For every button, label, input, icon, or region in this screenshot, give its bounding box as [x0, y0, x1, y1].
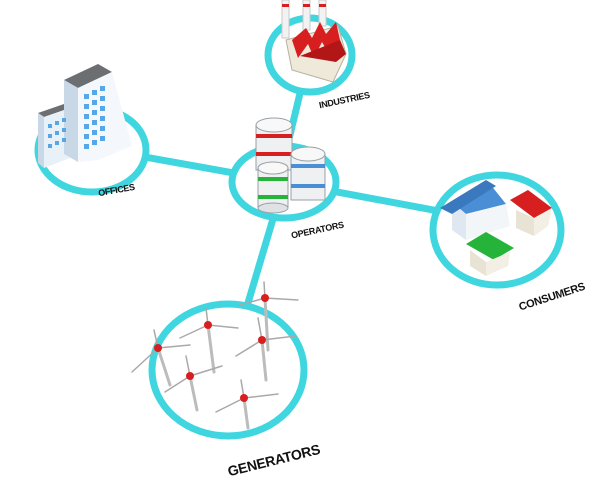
wind-turbine-icon — [131, 329, 191, 387]
wind-turbine-icon — [239, 281, 299, 352]
office-buildings-icon — [38, 64, 132, 168]
wind-turbine-icon — [179, 307, 239, 374]
wind-turbines-icon — [131, 281, 299, 430]
node-operators: OPERATORS — [228, 117, 345, 241]
node-generators: GENERATORS — [131, 281, 322, 479]
operators-label: OPERATORS — [290, 220, 345, 241]
consumers-label: CONSUMERS — [517, 281, 586, 314]
wind-turbine-icon — [235, 317, 297, 382]
node-offices: OFFICES — [34, 64, 150, 198]
houses-icon — [440, 180, 552, 276]
factory-icon — [281, 0, 347, 83]
wind-turbine-icon — [164, 355, 223, 412]
storage-tanks-icon — [255, 117, 326, 214]
wind-turbine-icon — [215, 379, 279, 430]
node-consumers: CONSUMERS — [429, 171, 587, 314]
generators-ring — [148, 300, 308, 440]
node-industries: INDUSTRIES — [264, 0, 371, 110]
generators-label: GENERATORS — [226, 441, 322, 479]
